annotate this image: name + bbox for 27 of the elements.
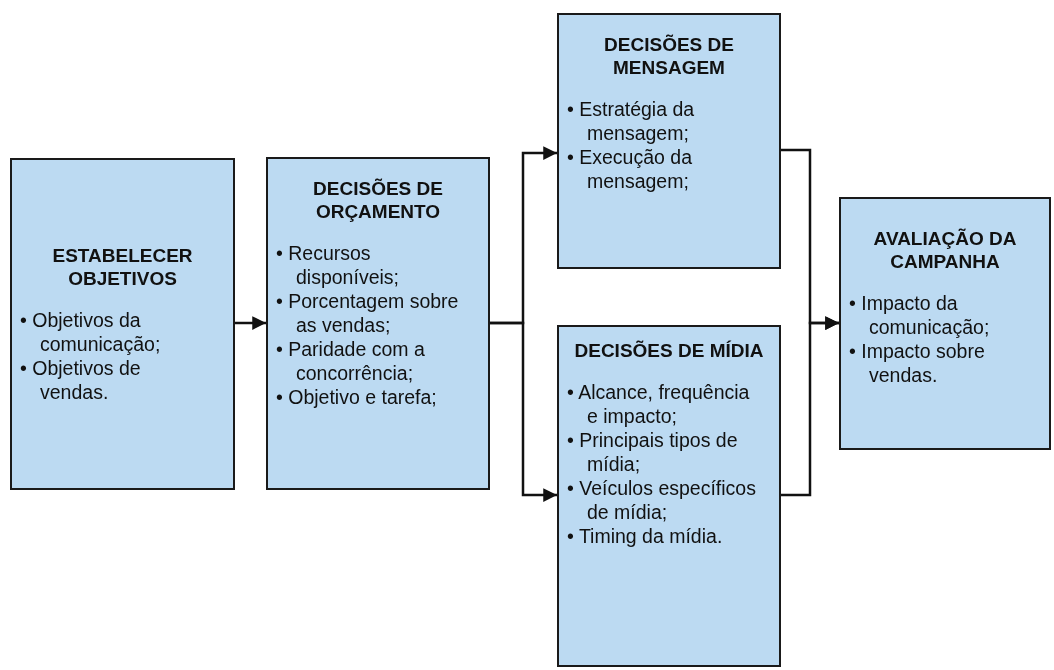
bullet-item: • Recursos disponíveis;: [276, 241, 400, 289]
process-box: [839, 197, 1051, 450]
bullet-item: • Alcance, frequência e impacto;: [567, 380, 751, 428]
bullet-item: • Objetivos de vendas.: [20, 356, 142, 404]
box-heading: AVALIAÇÃO DA CAMPANHA: [872, 227, 1018, 273]
bullet-item: • Paridade com a concorrência;: [276, 337, 426, 385]
bullet-item: • Estratégia da mensagem;: [567, 97, 696, 145]
bullet-item: • Timing da mídia.: [567, 524, 724, 548]
arrow: [235, 316, 266, 330]
arrow: [490, 321, 557, 502]
process-box: [266, 157, 490, 490]
box-heading: DECISÕES DE ORÇAMENTO: [312, 177, 444, 223]
bullet-item: • Veículos específicos de mídia;: [567, 476, 757, 524]
bullet-item: • Impacto sobre vendas.: [849, 339, 986, 387]
box-heading: DECISÕES DE MENSAGEM: [603, 33, 735, 79]
bullet-item: • Objetivos da comunicação;: [20, 308, 162, 356]
bullet-item: • Execução da mensagem;: [567, 145, 693, 193]
box-heading: DECISÕES DE MÍDIA: [573, 339, 765, 362]
process-box: [10, 158, 235, 490]
arrow: [781, 316, 839, 497]
process-box: [557, 325, 781, 667]
bullet-item: • Principais tipos de mídia;: [567, 428, 739, 476]
bullet-item: • Porcentagem sobre as vendas;: [276, 289, 460, 337]
box-heading: ESTABELECER OBJETIVOS: [51, 244, 194, 290]
process-box: [557, 13, 781, 269]
bullet-item: • Impacto da comunicação;: [849, 291, 991, 339]
bullet-item: • Objetivo e tarefa;: [276, 385, 438, 409]
